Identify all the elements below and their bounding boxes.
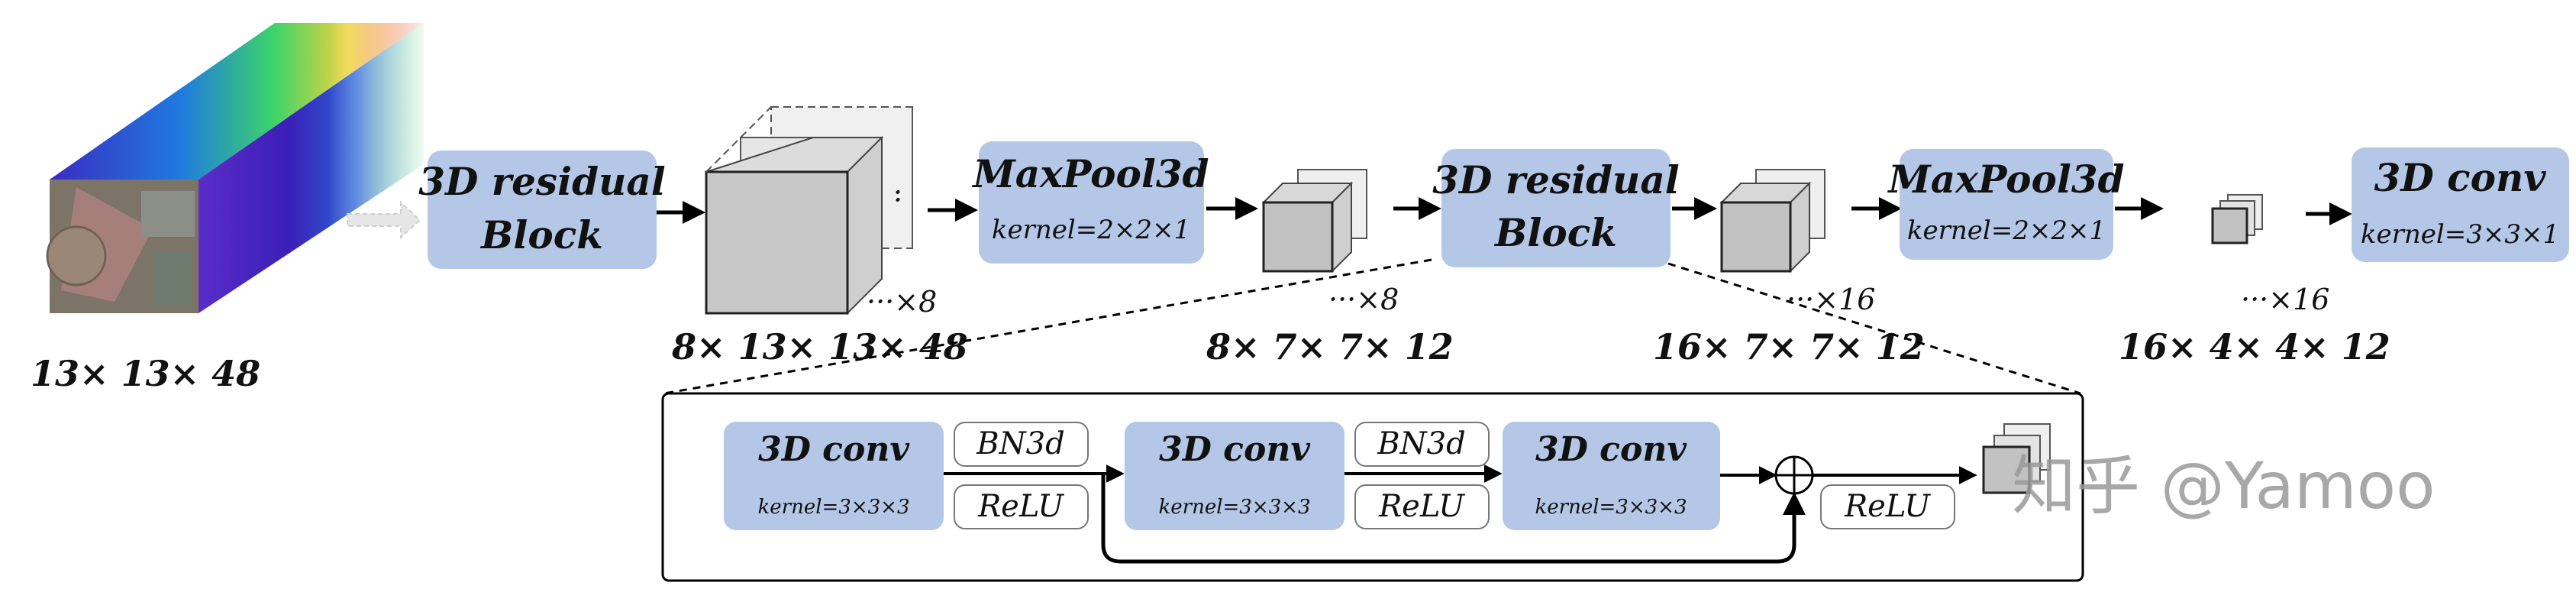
input-dims-label: 13× 13× 48 xyxy=(31,353,260,394)
conv-out-title: 3D conv xyxy=(2374,155,2547,200)
feature-map-4-mult: ···×16 xyxy=(2241,283,2329,316)
feature-map-2-dims: 8× 7× 7× 12 xyxy=(1206,326,1454,367)
input-hsi-cube xyxy=(46,23,424,313)
detail-relu-1: ReLU xyxy=(954,484,1089,529)
feature-map-2 xyxy=(1261,169,1367,273)
feature-map-3-mult: ···×16 xyxy=(1787,283,1875,316)
residual-block-1-title2: Block xyxy=(479,212,603,257)
detail-conv-3-kernel: kernel=3×3×3 xyxy=(1535,496,1687,519)
detail-bn-2: BN3d xyxy=(1354,422,1490,467)
detail-relu-3: ReLU xyxy=(1820,484,1955,529)
feature-map-3-dims: 16× 7× 7× 12 xyxy=(1653,326,1925,367)
feature-map-1-ellipsis: · xyxy=(893,176,902,209)
svg-text:·: · xyxy=(893,183,902,217)
feature-map-4 xyxy=(2211,194,2263,244)
input-faded-arrow xyxy=(347,200,421,240)
feature-map-2-mult: ···×8 xyxy=(1328,283,1399,316)
detail-conv-3-title: 3D conv xyxy=(1535,430,1687,469)
detail-output-cubes xyxy=(1982,423,2051,494)
detail-conv-2: 3D conv kernel=3×3×3 xyxy=(1125,422,1344,530)
feature-map-2-front xyxy=(1262,201,1334,273)
detail-conv-2-title: 3D conv xyxy=(1159,430,1310,469)
detail-bn-1: BN3d xyxy=(954,422,1089,467)
detail-relu-2: ReLU xyxy=(1354,484,1490,529)
maxpool-1-kernel: kernel=2×2×1 xyxy=(992,215,1190,245)
feature-map-1: · · xyxy=(705,106,913,316)
feature-map-3-front xyxy=(1720,201,1792,273)
maxpool-1: MaxPool3d kernel=2×2×1 xyxy=(971,141,1209,264)
maxpool-2: MaxPool3d kernel=2×2×1 xyxy=(1887,149,2125,260)
residual-block-2: 3D residual Block xyxy=(1432,149,1680,267)
maxpool-1-title: MaxPool3d xyxy=(971,151,1209,196)
residual-block-2-title2: Block xyxy=(1493,210,1617,255)
residual-block-2-title1: 3D residual xyxy=(1432,157,1680,202)
conv-out: 3D conv kernel=3×3×1 xyxy=(2352,147,2569,262)
feature-map-4-front xyxy=(2211,207,2248,244)
maxpool-2-kernel: kernel=2×2×1 xyxy=(1907,215,2106,246)
detail-conv-1-kernel: kernel=3×3×3 xyxy=(758,496,910,519)
conv-out-kernel: kernel=3×3×1 xyxy=(2361,219,2559,250)
maxpool-2-title: MaxPool3d xyxy=(1887,157,2124,202)
detail-conv-3: 3D conv kernel=3×3×3 xyxy=(1503,422,1720,530)
detail-conv-2-kernel: kernel=3×3×3 xyxy=(1159,496,1311,519)
detail-conv-1-title: 3D conv xyxy=(758,430,909,469)
residual-block-1-title1: 3D residual xyxy=(418,159,666,204)
watermark: 知乎 @Yamoo xyxy=(2012,448,2436,523)
detail-bn-2-label: BN3d xyxy=(1377,426,1465,461)
feature-map-3 xyxy=(1719,169,1825,273)
add-node xyxy=(1774,455,1814,495)
residual-block-1: 3D residual Block xyxy=(418,150,666,269)
feature-map-1-dims: 8× 13× 13× 48 xyxy=(671,326,968,367)
skip-connection xyxy=(1101,474,1806,564)
detail-relu-1-label: ReLU xyxy=(977,489,1064,524)
detail-relu-2-label: ReLU xyxy=(1378,489,1465,524)
detail-bn-1-label: BN3d xyxy=(976,426,1064,461)
detail-conv-1: 3D conv kernel=3×3×3 xyxy=(724,422,944,530)
feature-map-1-mult: ···×8 xyxy=(867,285,937,319)
detail-relu-3-label: ReLU xyxy=(1844,489,1931,524)
feature-map-4-dims: 16× 4× 4× 12 xyxy=(2119,326,2390,367)
feature-map-1-front xyxy=(705,170,849,315)
